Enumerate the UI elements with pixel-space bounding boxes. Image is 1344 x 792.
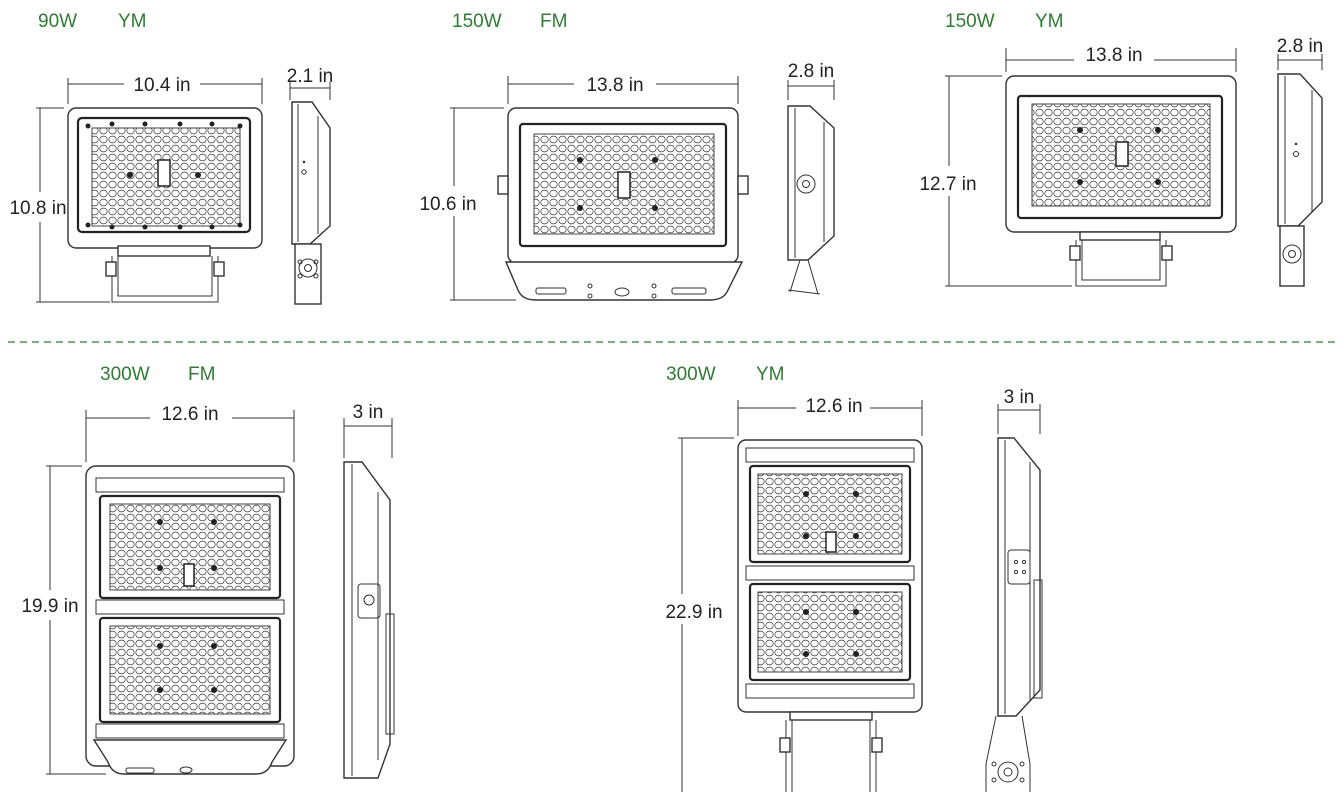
depth-dimension: 3 in [343,402,393,458]
depth-dimension: 2.1 in [287,66,333,100]
mount-type-label: FM [540,11,567,32]
mount-type-label: YM [756,364,785,385]
width-dimension: 12.6 in [85,404,295,462]
depth-value: 2.8 in [1277,36,1323,57]
depth-dimension: 2.8 in [1277,36,1323,70]
side-view [291,101,331,305]
depth-dimension: 2.8 in [787,61,835,100]
depth-value: 3 in [1004,387,1035,408]
side-view [1277,73,1323,287]
height-value: 10.6 in [419,194,476,215]
side-view [787,105,835,295]
height-dimension: 22.9 in [665,437,734,792]
wattage-label: 300W [666,364,716,385]
wattage-label: 150W [945,11,995,32]
front-view [737,439,923,792]
front-view [497,107,749,301]
mount-type-label: YM [118,11,147,32]
height-value: 10.8 in [9,198,66,219]
product-300w-fm: 300W FM 12. [21,364,395,779]
height-dimension: 19.9 in [21,465,106,775]
depth-value: 2.1 in [287,66,333,87]
width-value: 12.6 in [805,396,862,417]
front-view [67,107,263,303]
width-value: 13.8 in [1085,45,1142,66]
width-value: 10.4 in [133,75,190,96]
product-150w-fm: 150W FM 13.8 in [419,11,835,301]
width-dimension: 12.6 in [737,396,923,436]
height-dimension: 12.7 in [919,75,1072,287]
height-dimension: 10.8 in [9,107,110,303]
side-view [343,461,395,779]
product-90w-ym: 90W YM 10.4 in [9,11,333,305]
height-value: 19.9 in [21,596,78,617]
height-value: 12.7 in [919,174,976,195]
width-value: 12.6 in [161,404,218,425]
wattage-label: 90W [38,11,77,32]
height-dimension: 10.6 in [419,107,516,301]
product-150w-ym: 150W YM 13.8 in [919,11,1323,287]
wattage-label: 300W [100,364,150,385]
mount-type-label: FM [188,364,215,385]
width-dimension: 13.8 in [1005,45,1237,72]
mount-type-label: YM [1035,11,1064,32]
width-value: 13.8 in [586,75,643,96]
wattage-label: 150W [452,11,502,32]
side-view [985,437,1043,792]
depth-dimension: 3 in [997,387,1041,434]
front-view [1005,75,1237,287]
product-300w-ym: 300W YM [665,364,1043,792]
height-value: 22.9 in [665,602,722,623]
width-dimension: 10.4 in [67,75,263,104]
front-view [85,465,295,775]
depth-value: 3 in [353,402,384,423]
depth-value: 2.8 in [788,61,834,82]
width-dimension: 13.8 in [507,75,739,104]
